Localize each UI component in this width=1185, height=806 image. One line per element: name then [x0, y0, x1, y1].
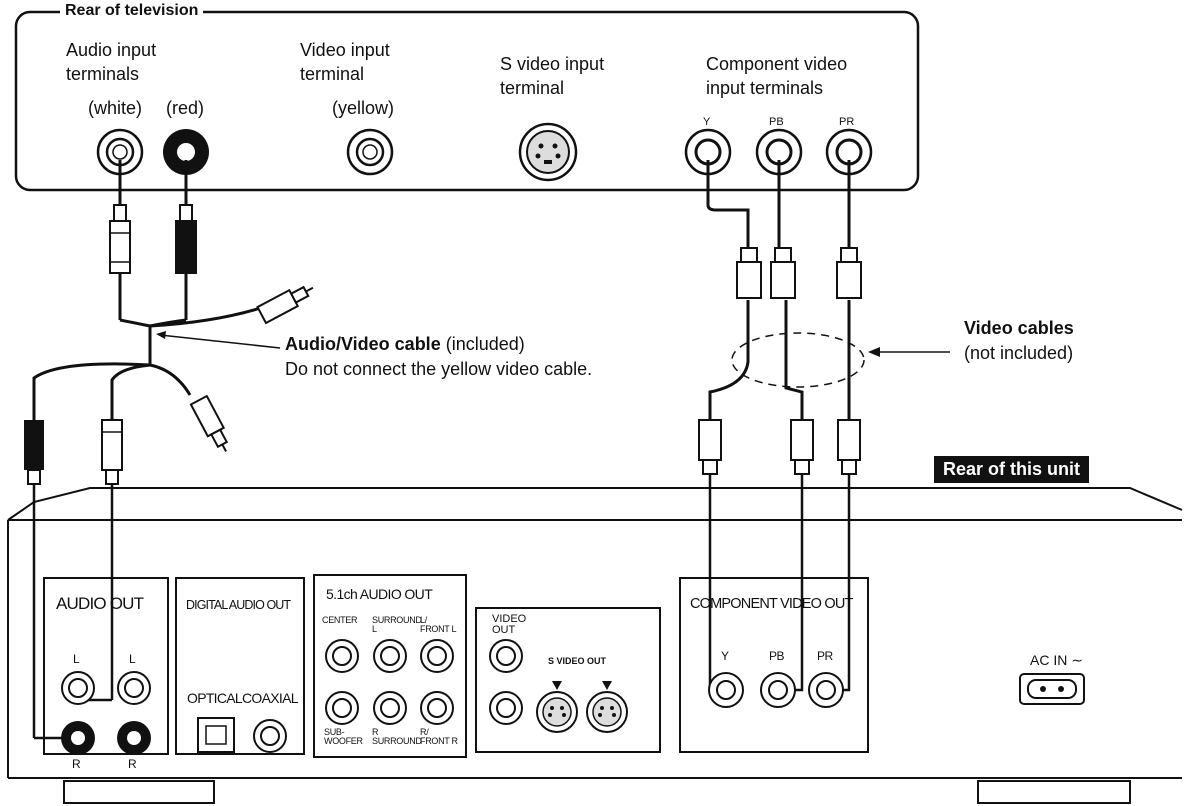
tv-panel-frame: [14, 10, 920, 192]
coaxial-label: COAXIAL: [242, 690, 298, 706]
tv-svideo-label-1: S video input: [500, 54, 605, 74]
digital-audio-out-panel: [175, 577, 305, 755]
av-cable-label: Audio/Video cable (included): [285, 334, 525, 354]
tv-component-jacks: [684, 128, 873, 176]
tv-y-label: Y: [703, 116, 711, 128]
ac-in-label: AC IN ∼: [1030, 652, 1083, 668]
tv-pb-label: PB: [769, 116, 784, 128]
component-plugs-bottom: [698, 419, 861, 475]
front-l-label: L/FRONT L: [420, 615, 457, 634]
tv-component-label-1: Component video: [706, 54, 848, 74]
component-out-panel: [679, 577, 869, 753]
component-plugs-top: [736, 247, 862, 299]
unit-title: Rear of this unit: [934, 456, 1090, 483]
optical-port: [197, 717, 235, 753]
tv-video-yellow-jack: [346, 128, 394, 176]
tv-video-label-2: terminal: [300, 64, 365, 84]
video-out-panel: [475, 607, 661, 753]
av-pointer-line: [159, 334, 281, 349]
tv-audio-label-1: Audio input: [66, 40, 157, 60]
tv-red-label: (red): [166, 98, 205, 118]
unit-foot-right: [977, 780, 1131, 804]
component-y-label: Y: [721, 649, 729, 663]
audio-out-label: AUDIO OUT: [56, 594, 144, 613]
audio-out-jacks: [61, 671, 151, 755]
av-cable: [32, 160, 271, 420]
audio-out-l-left: L: [73, 652, 80, 666]
tv-component-label-2: input terminals: [706, 78, 824, 98]
center-label: CENTER: [322, 615, 358, 625]
av-plug-yellow-loose: [256, 285, 314, 325]
av-plug-loose-lower: [189, 394, 229, 452]
av-plug-unit-white: [88, 419, 123, 702]
av-cable-note: Do not connect the yellow video cable.: [285, 359, 593, 379]
tv-title: Rear of television: [60, 2, 204, 21]
component-video-out-label: COMPONENT VIDEO OUT: [690, 596, 853, 612]
audio-out-r-left: R: [72, 757, 81, 771]
digital-audio-out-label: DIGITAL AUDIO OUT: [186, 598, 291, 612]
component-pr-label: PR: [817, 649, 833, 663]
tv-white-label: (white): [88, 98, 143, 118]
ac-in-socket: [1019, 673, 1085, 705]
tv-svideo-label-2: terminal: [500, 78, 565, 98]
tv-pr-label: PR: [839, 116, 855, 128]
svideo-out-jacks: [536, 681, 628, 733]
component-pb-label: PB: [769, 649, 785, 663]
tv-video-label-1: Video input: [300, 40, 390, 60]
video-cables-note: (not included): [964, 343, 1074, 363]
tv-audio-white-jack: [96, 128, 144, 176]
unit-body: [7, 487, 1183, 779]
video-cables-callout: [731, 332, 865, 388]
subwoofer-label: SUB-WOOFER: [324, 727, 363, 746]
unit-foot-left: [63, 780, 215, 804]
av-plug-red: [175, 204, 197, 274]
tv-audio-red-jack: [163, 129, 209, 175]
ch51-label: 5.1ch AUDIO OUT: [326, 586, 433, 602]
front-r-label: R/FRONT R: [420, 727, 458, 746]
component-out-jacks: [708, 672, 844, 708]
tv-yellow-label: (yellow): [332, 98, 395, 118]
tv-svideo-jack: [518, 122, 578, 182]
audio-out-l-right: L: [129, 652, 136, 666]
component-cables: [706, 160, 851, 420]
s-video-out-label: S VIDEO OUT: [548, 656, 607, 666]
video-cables-label: Video cables: [964, 318, 1074, 338]
av-plug-white: [109, 204, 131, 274]
ch51-jacks: [325, 639, 454, 725]
ch51-panel: [313, 574, 467, 758]
optical-label: OPTICAL: [187, 690, 243, 706]
video-out-jacks: [489, 639, 523, 725]
audio-out-panel: [43, 577, 169, 755]
tv-audio-label-2: terminals: [66, 64, 140, 84]
audio-out-r-right: R: [128, 757, 137, 771]
